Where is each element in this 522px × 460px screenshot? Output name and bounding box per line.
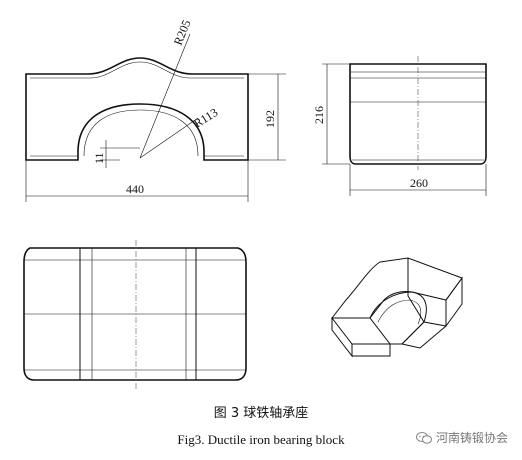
r113-label: R113 (191, 105, 220, 130)
front-view-inner-line (30, 61, 244, 79)
top-view (23, 240, 247, 390)
iso-bore-inner (377, 299, 422, 325)
width-side-label: 260 (410, 176, 428, 190)
isometric-view (330, 257, 463, 358)
side-view: 216 260 (312, 56, 487, 196)
iso-left-block-side (331, 318, 353, 358)
height-side-label: 216 (312, 106, 326, 124)
iso-right-block-bottom (401, 321, 447, 349)
front-view-outline (25, 57, 249, 161)
width-front-label: 440 (126, 182, 144, 196)
top-view-outline (23, 247, 247, 381)
offset-label: 11 (92, 152, 106, 164)
iso-left-block (330, 317, 392, 345)
front-view-bore-chamfer (83, 109, 199, 157)
iso-bore-outer (369, 291, 427, 345)
wechat-icon (415, 431, 432, 444)
caption-english: Fig3. Ductile iron bearing block (177, 432, 345, 447)
watermark-text: 河南铸锻协会 (435, 431, 508, 445)
technical-drawing: R205 R113 11 192 440 216 260 (23, 18, 487, 390)
iso-right-block (445, 276, 463, 328)
height-front-label: 192 (263, 110, 277, 128)
r205-leader (139, 33, 191, 159)
side-view-outline (349, 63, 487, 165)
iso-top-face (330, 257, 463, 319)
front-view: R205 R113 11 192 440 (25, 18, 286, 202)
watermark: 河南铸锻协会 (415, 429, 508, 446)
r205-label: R205 (171, 18, 194, 47)
caption-chinese: 图 3 球铁轴承座 (213, 406, 309, 421)
r113-leader (139, 117, 199, 159)
iso-left-block-bottom (352, 344, 391, 357)
